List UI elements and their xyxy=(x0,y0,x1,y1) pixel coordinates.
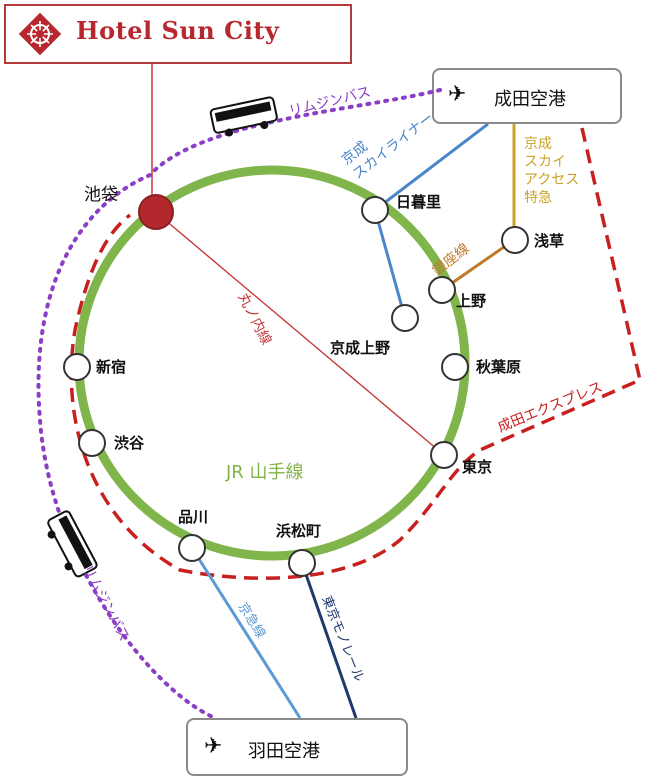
station-tokyo-marker xyxy=(430,441,458,469)
station-shinagawa-marker xyxy=(178,534,206,562)
station-keisei-ueno-marker xyxy=(391,304,419,332)
access-label-line-4: 特急 xyxy=(524,190,552,206)
station-shinjuku-label: 新宿 xyxy=(96,358,126,376)
airplane-icon: ✈ xyxy=(204,734,223,759)
narita-express-label: 成田エクスプレス xyxy=(496,379,605,436)
station-shibuya-label: 渋谷 xyxy=(114,434,145,452)
skyliner-label: 京成 スカイライナー xyxy=(339,96,437,183)
station-hamamatsucho-label: 浜松町 xyxy=(276,522,321,540)
hotel-name: Hotel Sun City xyxy=(76,16,280,45)
bus-icon xyxy=(47,510,98,578)
keikyu-line xyxy=(190,547,302,719)
access-label-line-2: スカイ xyxy=(524,154,566,170)
hotel-logo-icon xyxy=(18,12,62,56)
station-akihabara-label: 秋葉原 xyxy=(476,358,521,376)
marunouchi-label: 丸ノ内線 xyxy=(234,291,274,348)
haneda-airport-name: 羽田空港 xyxy=(248,741,320,762)
station-hamamatsucho-marker xyxy=(288,549,316,577)
monorail-label: 東京モノレール xyxy=(318,594,367,684)
limousine-bus-route xyxy=(36,88,442,720)
monorail-line xyxy=(300,562,358,719)
access-label: 京成 スカイ アクセス 特急 xyxy=(524,136,584,206)
station-ikebukuro-marker xyxy=(138,194,174,230)
station-tokyo-label: 東京 xyxy=(462,458,492,476)
limousine-left-label: リムジンバス xyxy=(78,562,132,644)
narita-airport-box: ✈ 成田空港 xyxy=(432,68,622,124)
station-asakusa-label: 浅草 xyxy=(534,232,564,250)
station-akihabara-marker xyxy=(441,353,469,381)
limousine-top-label: リムジンバス xyxy=(287,84,372,120)
hotel-logo-box: Hotel Sun City xyxy=(4,4,352,64)
ginza-line xyxy=(441,238,515,292)
station-nippori-label: 日暮里 xyxy=(396,193,441,211)
station-shibuya-marker xyxy=(78,429,106,457)
station-asakusa-marker xyxy=(501,226,529,254)
station-keisei-ueno-label: 京成上野 xyxy=(330,339,390,357)
yamanote-label: JR 山手線 xyxy=(225,462,304,483)
haneda-airport-box: ✈ 羽田空港 xyxy=(186,718,408,776)
narita-express-route xyxy=(69,127,643,580)
airplane-icon: ✈ xyxy=(448,82,467,107)
narita-airport-name: 成田空港 xyxy=(494,89,566,110)
station-ikebukuro-label: 池袋 xyxy=(84,185,118,205)
station-shinjuku-marker xyxy=(63,353,91,381)
access-label-line-3: アクセス xyxy=(524,172,579,188)
station-ueno-label: 上野 xyxy=(456,292,486,310)
bus-icon xyxy=(209,96,278,137)
marunouchi-line xyxy=(157,213,445,456)
access-label-line-1: 京成 xyxy=(524,136,552,152)
yamanote-loop xyxy=(74,165,470,561)
station-ueno-marker xyxy=(428,276,456,304)
station-nippori-marker xyxy=(361,196,389,224)
station-shinagawa-label: 品川 xyxy=(178,508,208,526)
